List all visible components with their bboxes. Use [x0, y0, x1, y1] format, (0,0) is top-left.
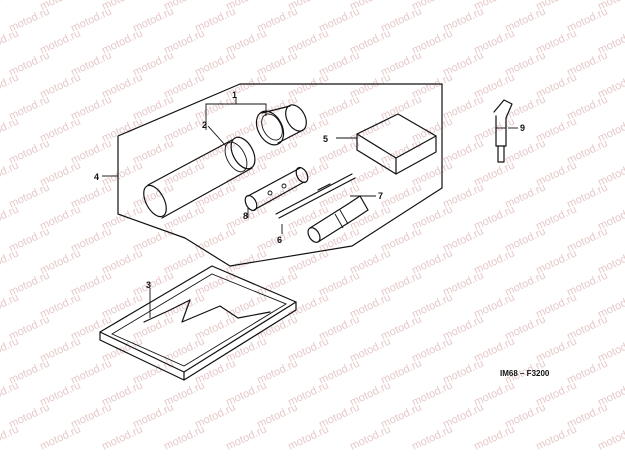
screwdriver-handle [307, 195, 369, 243]
callout-6b: 6 [277, 235, 282, 245]
callout-1: 1 [232, 90, 237, 100]
callout-2: 2 [202, 120, 207, 130]
callout-7: 7 [378, 191, 383, 201]
cleaning-cloth [356, 113, 437, 175]
tool-tube [143, 136, 256, 219]
screwdriver-shaft [275, 173, 356, 219]
callout-8: 8 [243, 211, 248, 221]
box-spanner [244, 166, 309, 212]
spark-plug-tool [493, 99, 513, 163]
leader-lines [102, 98, 518, 318]
callout-9: 9 [520, 123, 525, 133]
drawing-code: IM68 – F3200 [500, 369, 550, 378]
callout-5: 5 [323, 134, 328, 144]
callout-4: 4 [94, 172, 99, 182]
manual-envelope [99, 265, 297, 381]
tube-cap [255, 104, 307, 146]
kit-boundary-outline [117, 83, 443, 267]
callout-3: 3 [146, 280, 151, 290]
